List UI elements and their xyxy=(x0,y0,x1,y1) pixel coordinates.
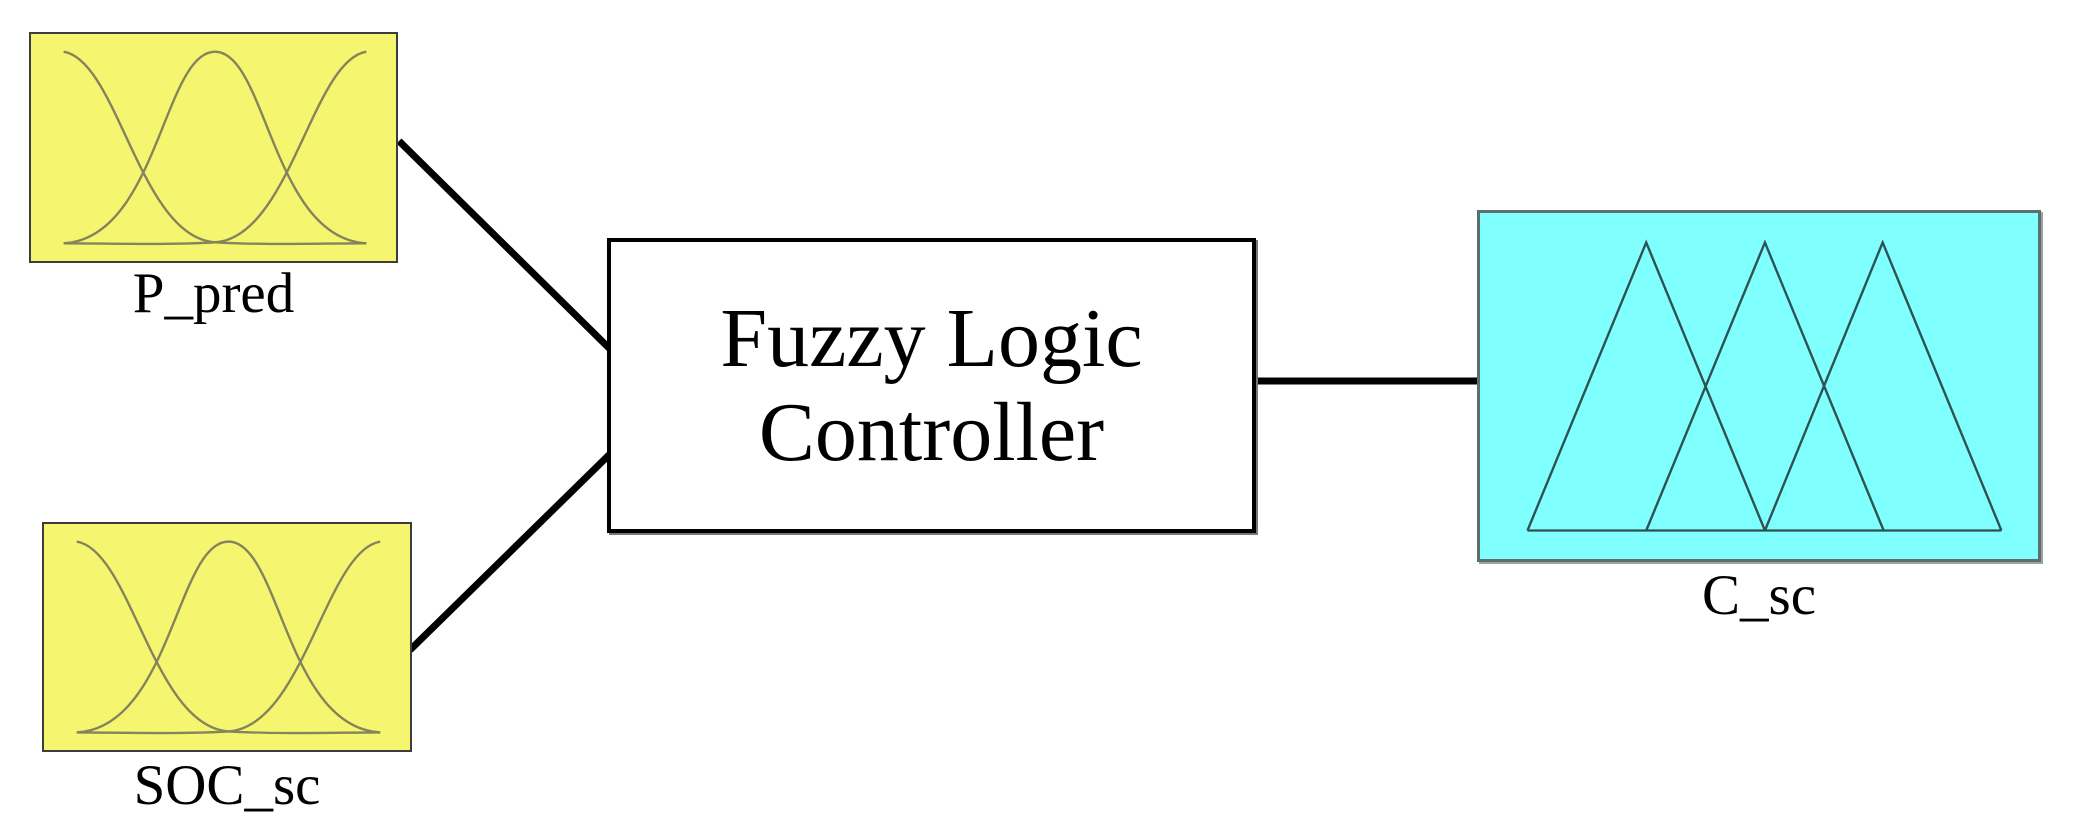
gaussian-bell-curve xyxy=(76,540,381,734)
input-label-soc-sc: SOC_sc xyxy=(133,754,321,817)
gaussian-z-curve xyxy=(63,50,367,246)
input-label-p-pred: P_pred xyxy=(132,262,295,325)
controller-box: Fuzzy Logic Controller xyxy=(607,238,1256,533)
gaussian-mf-plot-icon xyxy=(63,50,367,246)
connector-soc-sc-to-controller xyxy=(407,450,614,653)
input-box-soc-sc xyxy=(42,522,412,752)
triangle-mf-left xyxy=(1526,239,1767,531)
output-label-c-sc: C_sc xyxy=(1702,564,1816,627)
gaussian-s-curve xyxy=(63,50,367,246)
gaussian-bell-curve xyxy=(63,50,367,245)
gaussian-s-curve xyxy=(76,540,381,735)
triangle-mf-right xyxy=(1763,239,2003,531)
triangle-mf-middle xyxy=(1645,239,1885,531)
gaussian-mf-plot-icon xyxy=(76,540,381,735)
connector-p-pred-to-controller xyxy=(396,138,614,353)
controller-label-line1: Fuzzy Logic xyxy=(720,291,1143,385)
controller-label-line2: Controller xyxy=(758,385,1105,479)
gaussian-z-curve xyxy=(76,540,381,735)
output-box-c-sc xyxy=(1477,210,2041,562)
triangular-mf-plot-icon xyxy=(1526,239,2003,532)
input-box-p-pred xyxy=(29,32,398,263)
